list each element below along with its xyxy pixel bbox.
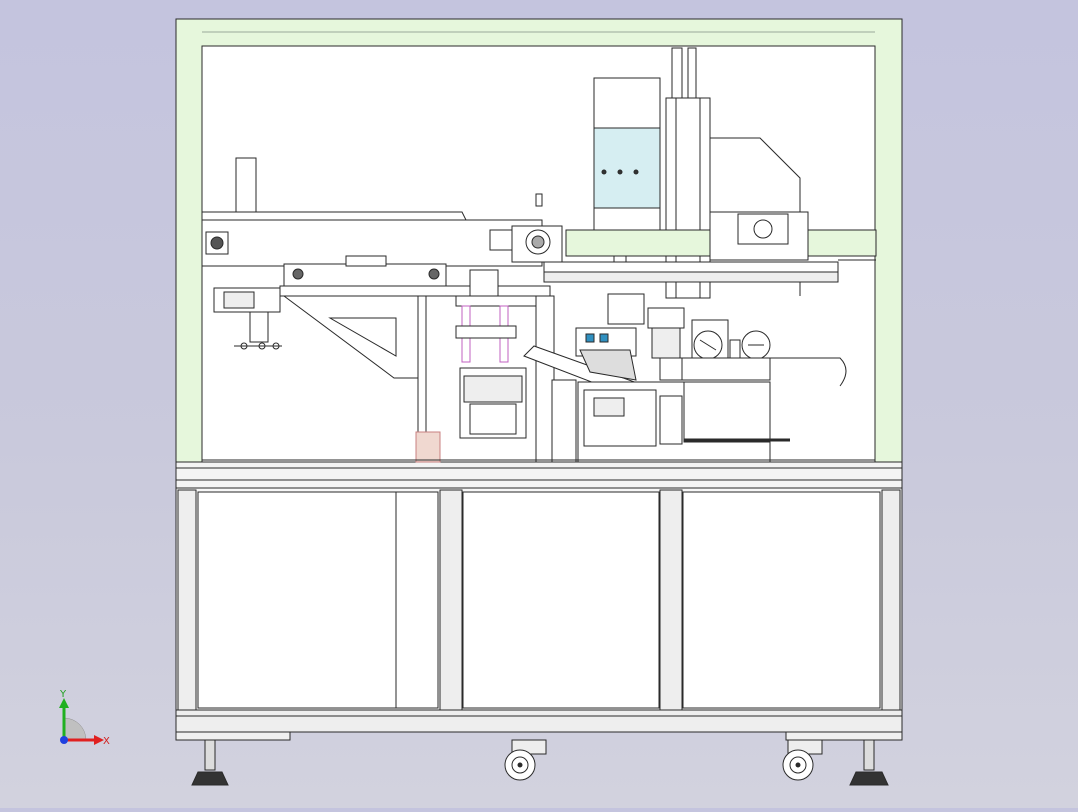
tape-reel-units[interactable]	[681, 319, 847, 387]
horizontal-x-rail[interactable]	[543, 211, 877, 296]
left-feed-conveyor[interactable]	[201, 157, 551, 379]
coordinate-triad: Y X	[59, 689, 110, 747]
leveling-foot-left	[175, 731, 291, 786]
z-axis-arc-icon	[63, 717, 87, 741]
gripper-station[interactable]	[523, 293, 685, 397]
drive-roller-motor[interactable]	[489, 193, 563, 263]
table-top	[175, 461, 903, 489]
y-axis-label: Y	[59, 689, 67, 700]
caster-wheel-left	[504, 739, 547, 781]
caster-wheel-right	[782, 739, 823, 781]
work-platform[interactable]	[551, 379, 790, 463]
leveling-foot-right	[785, 731, 903, 786]
x-axis-label: X	[103, 736, 110, 747]
cabinet-door-right[interactable]	[682, 491, 881, 709]
press-station[interactable]	[415, 269, 555, 463]
cabinet-door-middle[interactable]	[462, 491, 660, 709]
cabinet-door-left[interactable]	[197, 491, 439, 709]
